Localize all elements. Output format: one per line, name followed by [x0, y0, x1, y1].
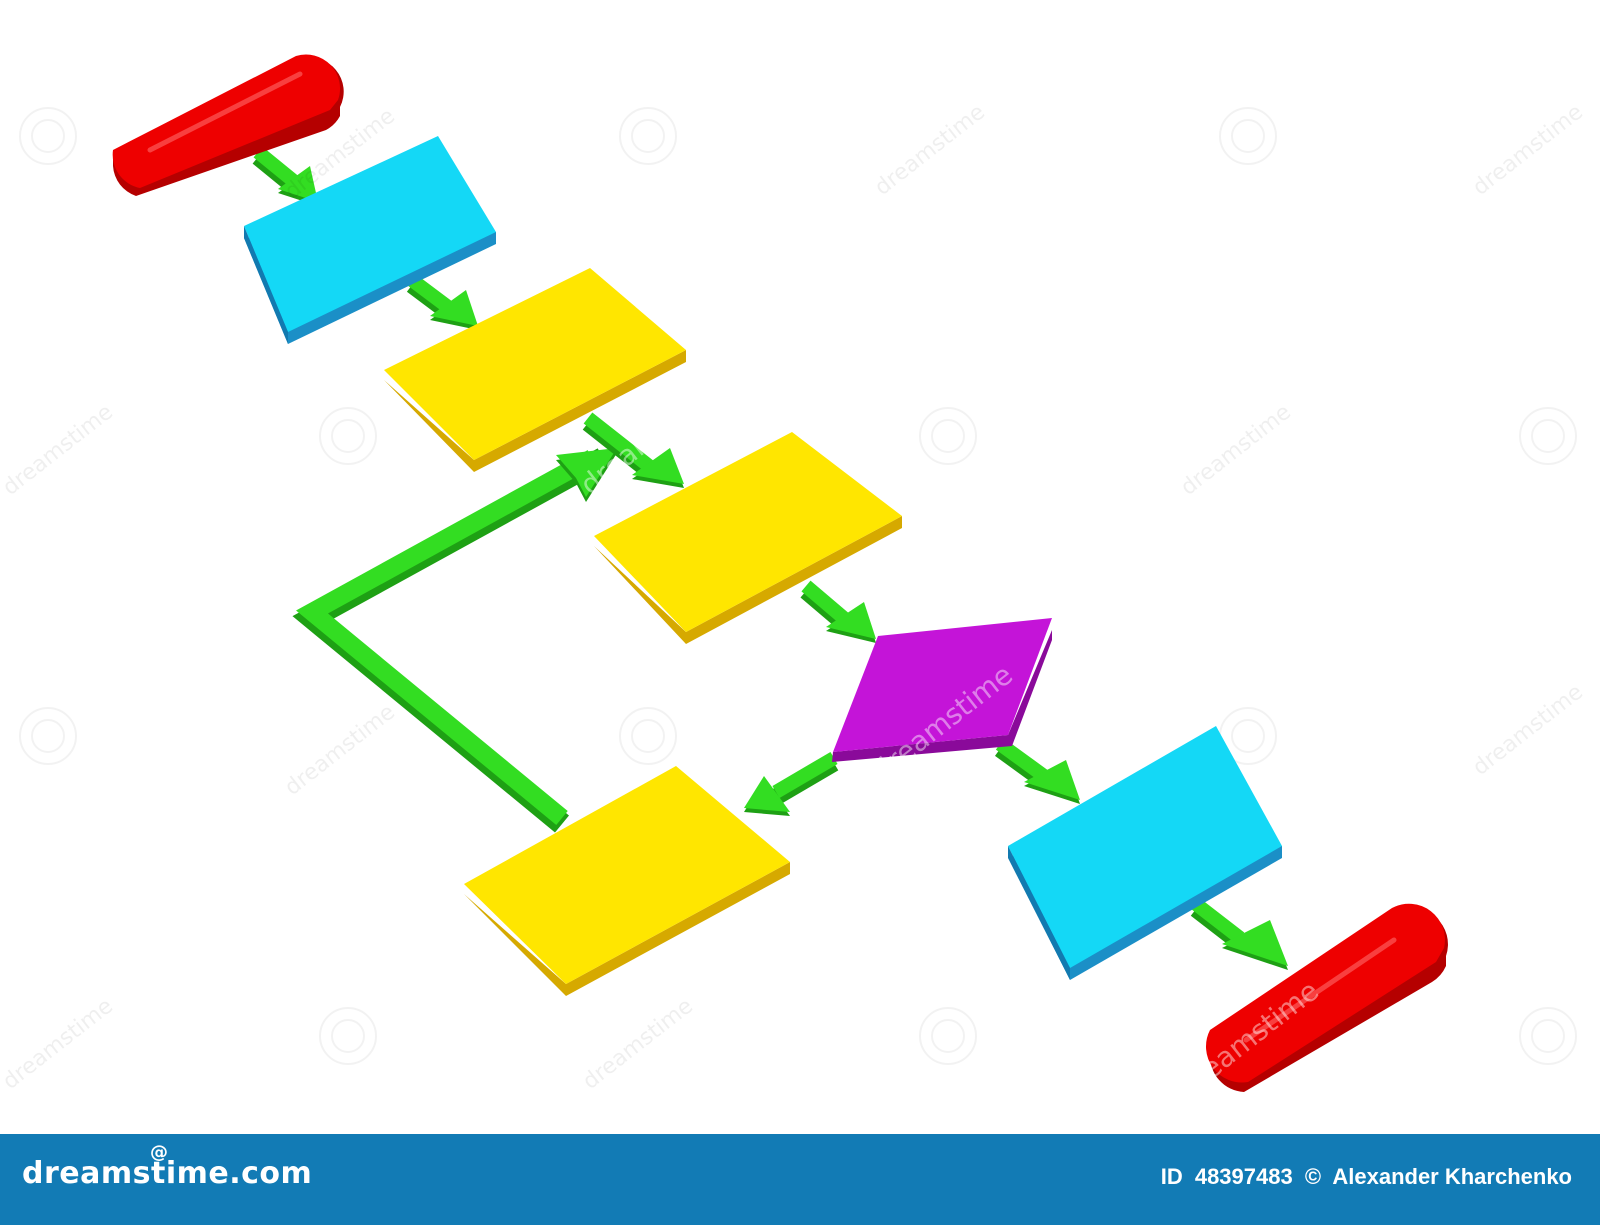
end-terminal — [1205, 903, 1448, 1092]
process-step-3 — [594, 432, 902, 644]
process-step-1 — [244, 136, 496, 344]
stock-footer-bar: dreamstime.com @ ID 48397483 © Alexander… — [0, 1134, 1600, 1225]
spiral-icon: @ — [150, 1142, 169, 1163]
svg-text:dreamstime: dreamstime — [0, 400, 118, 501]
decision-node — [832, 618, 1052, 762]
arrow-decision-to-process-5 — [995, 738, 1080, 804]
flowchart-diagram: dreamstime dreamstime dreamstime dreamst… — [0, 54, 1588, 1095]
id-label: ID — [1160, 1164, 1183, 1189]
start-terminal — [112, 54, 344, 196]
svg-text:dreamstime: dreamstime — [1176, 400, 1296, 501]
svg-text:dreamstime: dreamstime — [870, 100, 990, 201]
footer-brand[interactable]: dreamstime.com @ — [22, 1142, 313, 1191]
loop-back-connector — [292, 448, 617, 833]
svg-text:dreamstime: dreamstime — [578, 994, 698, 1095]
footer-brand-text: dreamstime.com — [22, 1156, 313, 1191]
svg-text:dreamstime: dreamstime — [280, 700, 400, 801]
copyright-symbol: © — [1304, 1164, 1322, 1189]
process-step-4 — [464, 766, 790, 996]
watermark-pattern — [19, 107, 1577, 1065]
svg-text:dreamstime: dreamstime — [1468, 680, 1588, 781]
author-name[interactable]: Alexander Kharchenko — [1332, 1164, 1572, 1189]
image-id: 48397483 — [1194, 1164, 1293, 1189]
arrow-process-2-to-process-3 — [582, 412, 684, 488]
process-step-5 — [1008, 726, 1282, 980]
arrow-decision-to-process-4 — [744, 751, 839, 816]
svg-text:dreamstime: dreamstime — [0, 994, 118, 1095]
image-credit: ID 48397483 © Alexander Kharchenko — [1161, 1164, 1572, 1190]
svg-text:dreamstime: dreamstime — [1468, 100, 1588, 201]
flowchart-canvas: dreamstime dreamstime dreamstime dreamst… — [0, 54, 1588, 1095]
arrow-process-1-to-process-2 — [406, 274, 478, 330]
arrow-process-3-to-decision — [800, 580, 876, 643]
arrow-process-5-to-end — [1190, 898, 1288, 970]
process-step-2 — [384, 268, 686, 472]
